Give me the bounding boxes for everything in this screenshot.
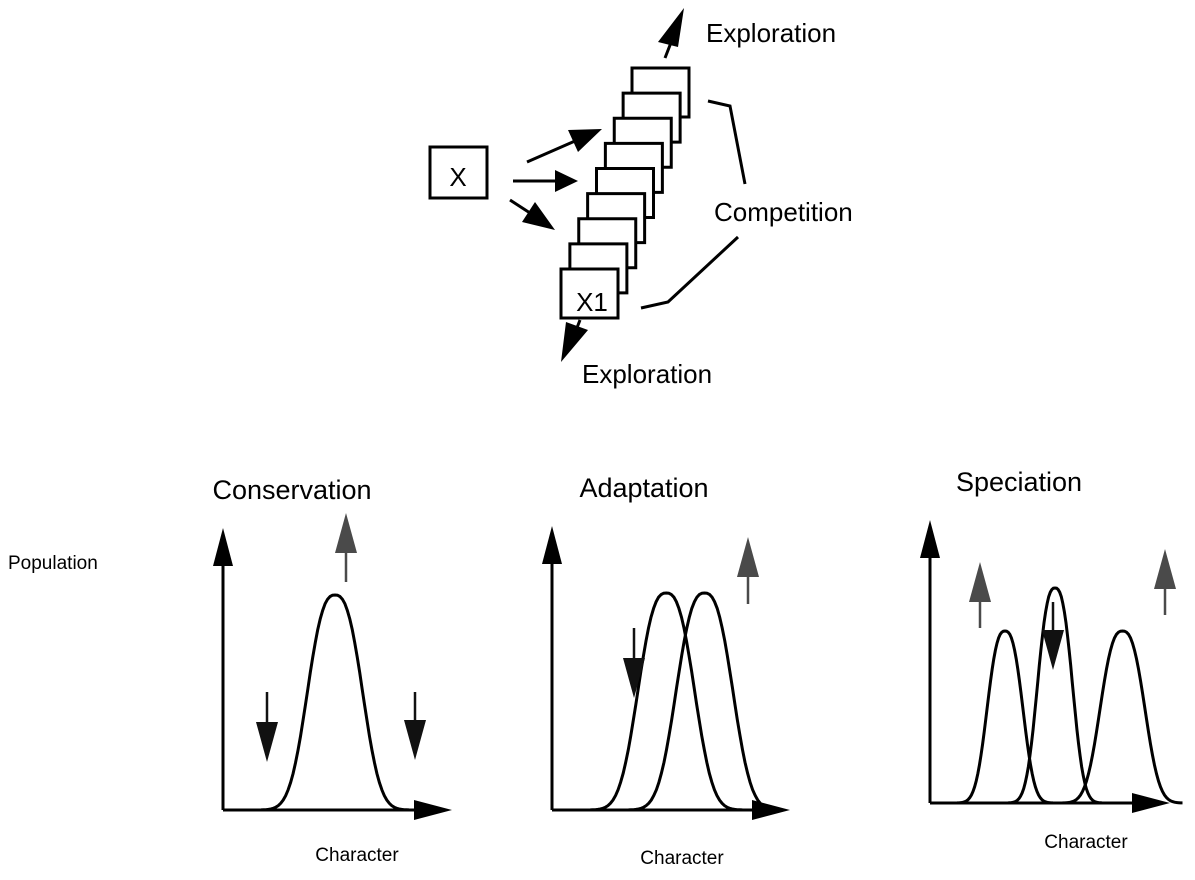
panel-title: Adaptation: [579, 473, 708, 503]
panel-title: Conservation: [212, 475, 371, 505]
arrow-upper: [526, 129, 602, 164]
panel-conservation: Conservation Character: [212, 475, 452, 866]
y-axis-arrowhead: [920, 520, 940, 558]
decrease-arrow: [404, 692, 426, 760]
distribution-curve: [628, 591, 781, 812]
variant-stack: [559, 66, 691, 320]
exploration-top-label: Exploration: [706, 18, 836, 48]
increase-arrow: [1154, 549, 1176, 615]
competition-bracket: [640, 99, 747, 310]
exploration-arrow-top: [658, 8, 684, 59]
x-axis-label: Character: [1044, 832, 1128, 853]
panel-adaptation: Adaptation Character: [542, 473, 790, 869]
y-axis-arrowhead: [213, 528, 233, 566]
source-box: X: [428, 145, 489, 200]
increase-arrow: [335, 513, 357, 582]
distribution-curve: [590, 591, 743, 812]
x-axis-label: Character: [315, 845, 399, 866]
exploration-bottom-label: Exploration: [582, 359, 712, 389]
decrease-arrow: [1042, 602, 1064, 670]
panel-title: Speciation: [956, 467, 1082, 497]
variation-arrows: [509, 129, 602, 230]
decrease-arrow: [623, 628, 645, 698]
increase-arrow: [737, 537, 759, 604]
decrease-arrow: [256, 692, 278, 762]
population-axis-label: Population: [8, 553, 98, 574]
x-axis: [552, 800, 790, 820]
distribution-curve: [260, 593, 410, 812]
x-axis-label: Character: [640, 848, 724, 869]
distribution-curve: [957, 629, 1053, 805]
y-axis-arrowhead: [542, 526, 562, 564]
competition-label: Competition: [714, 197, 853, 227]
y-axis: [213, 528, 233, 810]
x-axis: [223, 800, 452, 820]
source-box-label: X: [449, 162, 466, 192]
variant-box-x1: [559, 267, 620, 320]
arrow-middle: [513, 170, 578, 192]
exploration-arrow-bottom: [561, 319, 588, 362]
increase-arrow: [969, 562, 991, 628]
y-axis: [542, 526, 562, 810]
x-axis-arrowhead: [414, 800, 452, 820]
distribution-curve: [1062, 629, 1183, 805]
x-axis-arrowhead: [1132, 793, 1170, 813]
arrow-lower: [509, 198, 555, 230]
variation-diagram: X Exploration: [428, 8, 853, 389]
y-axis: [920, 520, 940, 803]
distribution-curve: [1007, 586, 1103, 805]
variant-box-label: X1: [576, 287, 608, 317]
panel-speciation: Speciation Character: [920, 467, 1183, 853]
